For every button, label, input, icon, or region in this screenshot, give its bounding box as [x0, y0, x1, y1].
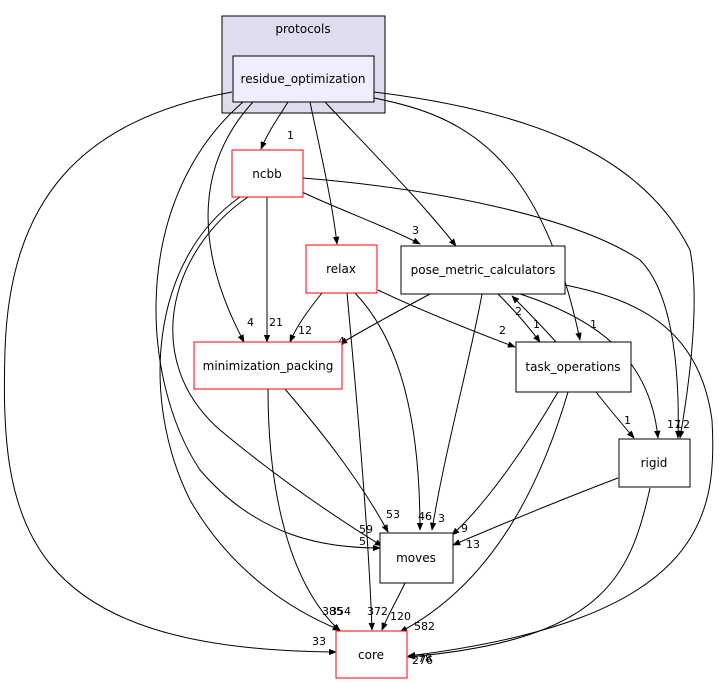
- edge-ncbb-core: [159, 196, 341, 631]
- edge-label: 4: [247, 316, 254, 329]
- edge-rigid-moves: [452, 477, 619, 546]
- edge-label: 1: [675, 418, 682, 431]
- edge-ncbb-moves: [172, 196, 383, 547]
- edge-ro-core: [3, 91, 337, 656]
- edge-ro-mp: [207, 101, 254, 343]
- edge-mp-moves: [284, 388, 389, 533]
- edge-pmc-to: [497, 293, 541, 343]
- edge-ro-moves: [155, 101, 381, 552]
- edge-ro-pmc: [324, 101, 457, 247]
- edge-label: 1: [624, 414, 631, 427]
- node-residue-optimization[interactable]: residue_optimization: [232, 55, 375, 103]
- edge-mp-core: [267, 388, 341, 632]
- edge-relax-moves: [354, 292, 424, 531]
- edge-label: 276: [412, 654, 433, 667]
- edge-label: 13: [466, 538, 480, 551]
- node-label: minimization_packing: [203, 359, 334, 373]
- edge-label: 2: [499, 324, 506, 337]
- edge-moves-core: [381, 582, 406, 631]
- node-core[interactable]: core: [335, 630, 408, 679]
- edge-ro-relax: [309, 101, 340, 245]
- edge-label: 33: [312, 635, 326, 648]
- edge-ncbb-rigid: [302, 177, 682, 439]
- node-pose-metric-calculators[interactable]: pose_metric_calculators: [400, 245, 566, 295]
- edge-to-moves: [451, 391, 559, 536]
- edge-label: 53: [386, 508, 400, 521]
- edge-label: 120: [390, 610, 411, 623]
- node-task-operations[interactable]: task_operations: [515, 341, 632, 393]
- edge-label: 385: [322, 605, 343, 618]
- node-rigid[interactable]: rigid: [618, 438, 691, 488]
- edge-label: 78: [418, 652, 432, 665]
- edge-ro-rigid: [373, 91, 695, 439]
- cluster-label: protocols: [275, 22, 330, 36]
- node-relax[interactable]: relax: [305, 244, 378, 294]
- edge-label: 12: [298, 324, 312, 337]
- node-label: core: [358, 648, 384, 662]
- edge-label: 59: [359, 523, 373, 536]
- node-label: relax: [326, 262, 356, 276]
- edge-label: 1: [287, 129, 294, 142]
- edge-label: 3: [412, 224, 419, 237]
- edge-label: 21: [269, 316, 283, 329]
- node-minimization-packing[interactable]: minimization_packing: [193, 341, 343, 390]
- edge-ncbb-pmc: [301, 191, 421, 245]
- edge-label: 17: [667, 418, 681, 431]
- edge-relax-mp: [289, 292, 323, 343]
- edge-label: 2: [683, 418, 690, 431]
- node-label: task_operations: [525, 360, 620, 374]
- node-label: rigid: [641, 456, 668, 470]
- edge-label: 2: [515, 305, 522, 318]
- edge-label: 46: [418, 510, 432, 523]
- edge-label: 3: [438, 512, 445, 525]
- edge-label: 9: [461, 522, 468, 535]
- edge-to-pmc: [511, 295, 557, 343]
- edge-to-rigid: [595, 391, 635, 439]
- edge-label: 1: [533, 318, 540, 331]
- edge-pmc-core: [407, 284, 714, 659]
- edge-ro-ncbb: [260, 101, 289, 150]
- edge-label: 1: [590, 318, 597, 331]
- node-label: ncbb: [252, 167, 281, 181]
- edge-relax-to: [377, 289, 516, 348]
- node-ncbb[interactable]: ncbb: [231, 149, 304, 198]
- edge-label: 354: [330, 605, 351, 618]
- node-label: residue_optimization: [241, 72, 366, 86]
- edge-relax-core: [346, 292, 375, 631]
- edge-label: 582: [414, 620, 435, 633]
- node-label: moves: [396, 551, 436, 565]
- edge-label: 5: [359, 535, 366, 548]
- edge-rigid-core: [407, 487, 651, 660]
- node-label: pose_metric_calculators: [411, 263, 556, 277]
- edge-pmc-mp: [339, 293, 431, 345]
- edge-pmc-moves: [429, 293, 483, 531]
- edge-to-core: [399, 391, 569, 633]
- node-moves[interactable]: moves: [379, 532, 454, 584]
- edge-label: 372: [367, 605, 388, 618]
- edge-ro-to: [373, 97, 582, 341]
